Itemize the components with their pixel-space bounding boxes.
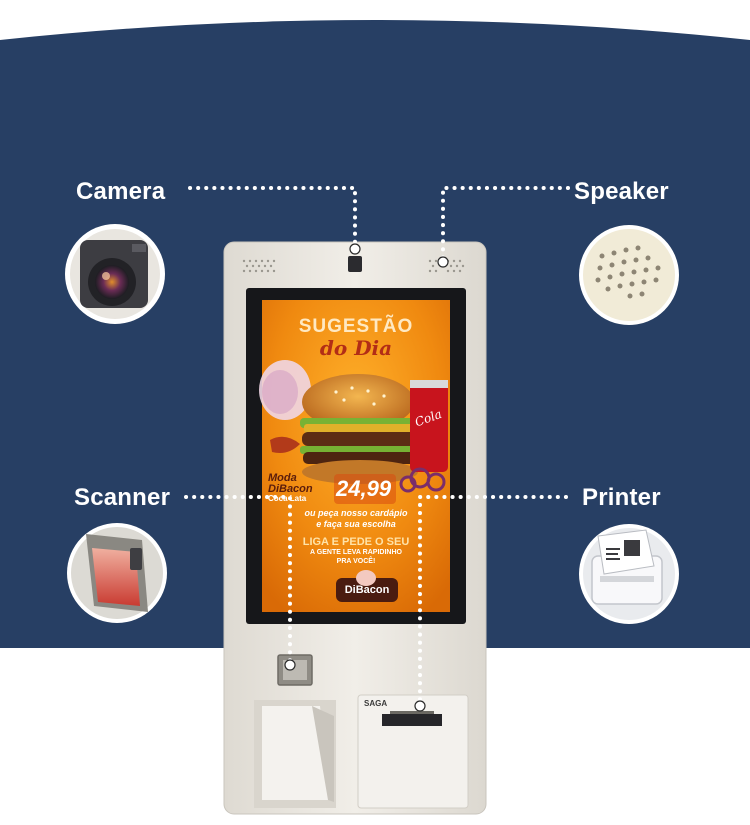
onion-rings [399,467,446,493]
screen-ad: Cola [259,360,448,602]
ad-brand-logo: DiBacon [344,584,390,596]
top-left-grille [242,259,276,273]
speaker-pin [437,256,449,268]
ad-cta-3: LIGA E PEDE O SEU [302,536,410,548]
leader-lines [184,186,570,707]
scanner-label: Scanner [74,484,171,511]
ad-cta-1: ou peça nosso cardápio [304,508,408,518]
ad-cta-4: A GENTE LEVA RAPIDINHO [310,549,402,556]
burger-image [300,374,420,484]
top-right-grille [428,259,465,273]
camera-pin [349,243,361,255]
camera-label: Camera [76,178,166,205]
camera-callout [65,224,165,324]
speaker-label: Speaker [574,178,669,205]
ad-headline-1: SUGESTÃO [298,316,414,337]
printer-label: Printer [582,484,661,511]
scanner-pin [284,659,296,671]
scanner-callout [67,523,167,623]
ad-price: 24,99 [336,476,392,501]
ad-combo-2: DiBacon [268,483,313,495]
printer-callout [579,524,679,624]
kiosk-camera [348,256,362,272]
ad-cta-5: PRA VOCÊ! [336,558,376,565]
ad-cta-2: e faça sua escolha [316,519,396,529]
printer-slot [382,714,442,726]
ad-combo-1: Moda [268,472,297,484]
printer-pin [414,700,426,712]
speaker-callout [579,225,679,325]
ad-combo-3: Coca Lata [268,494,307,503]
printer-brand: SAGA [364,699,388,708]
ad-headline-2: do Dia [319,336,393,360]
cola-can: Cola [410,380,448,472]
screen-ad-text: SUGESTÃO do Dia Moda DiBacon Coca Lata 2… [262,300,450,612]
